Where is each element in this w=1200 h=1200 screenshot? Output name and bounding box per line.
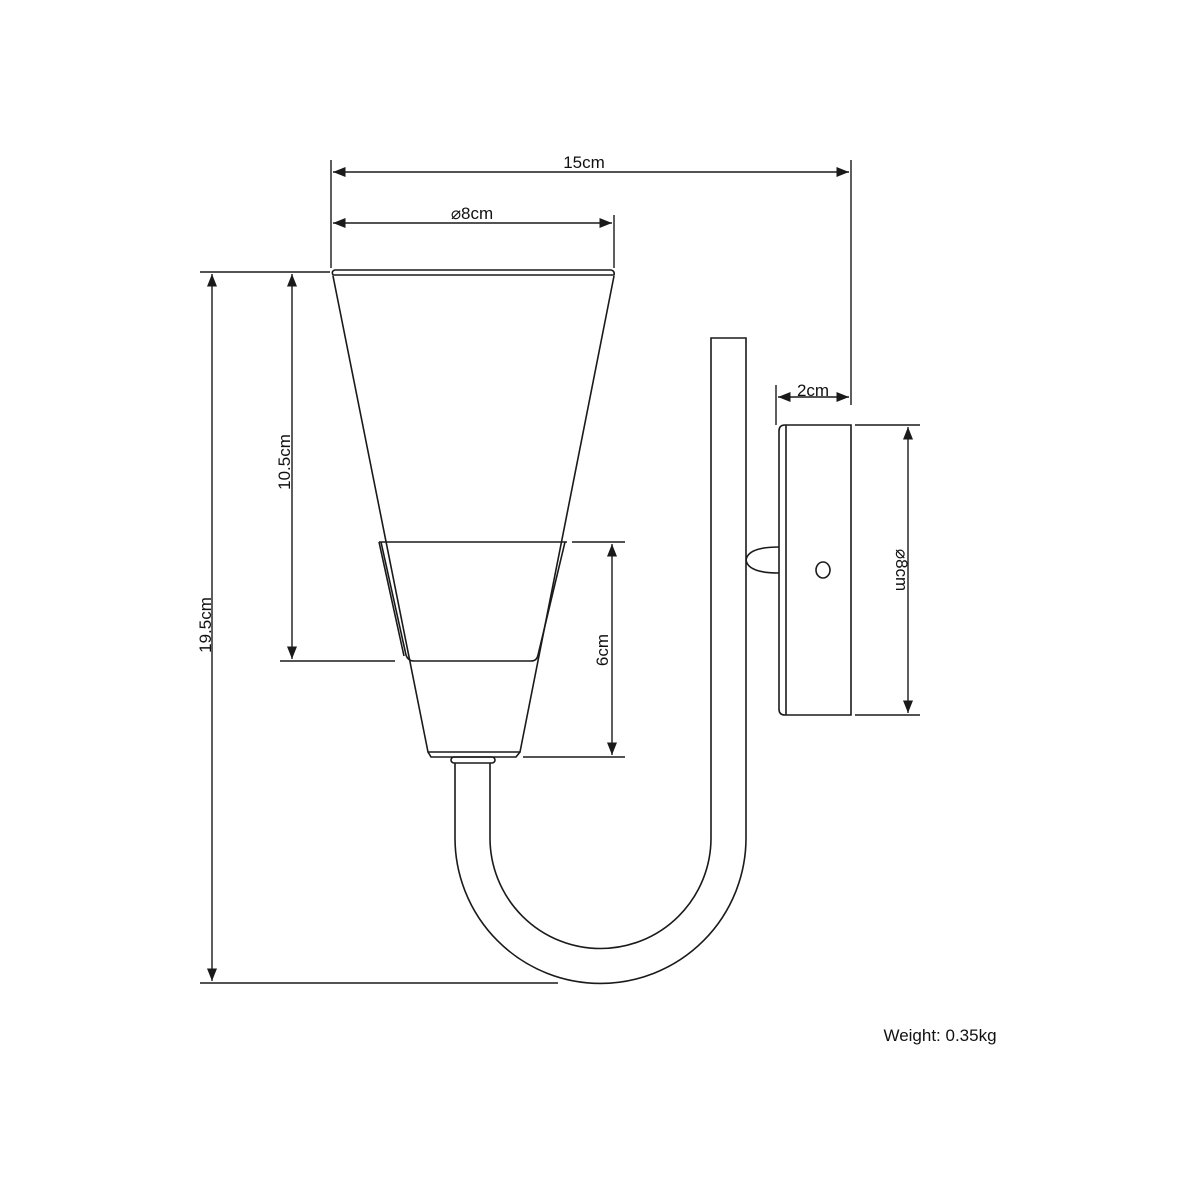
shade-cone [332, 275, 615, 753]
backplate-diameter-label: ⌀8cm [892, 549, 911, 591]
shade-rim [331, 269, 615, 276]
arm [454, 337, 747, 985]
inner-cup [378, 541, 567, 662]
shade-diameter-label: ⌀8cm [451, 204, 493, 223]
backplate-depth-label: 2cm [797, 381, 829, 400]
backplate-screw-slot [815, 561, 831, 579]
backplate-knob [745, 546, 780, 574]
shade-height-label: 10.5cm [275, 434, 294, 490]
dimension-lines [200, 160, 920, 984]
cup-height-label: 6cm [593, 634, 612, 666]
weight-label: Weight: 0.35kg [883, 1026, 996, 1045]
total-width-label: 15cm [563, 153, 605, 172]
backplate [778, 424, 852, 716]
total-height-label: 19.5cm [196, 597, 215, 653]
arm-fitting [450, 756, 496, 764]
lamp-drawing [331, 269, 852, 985]
